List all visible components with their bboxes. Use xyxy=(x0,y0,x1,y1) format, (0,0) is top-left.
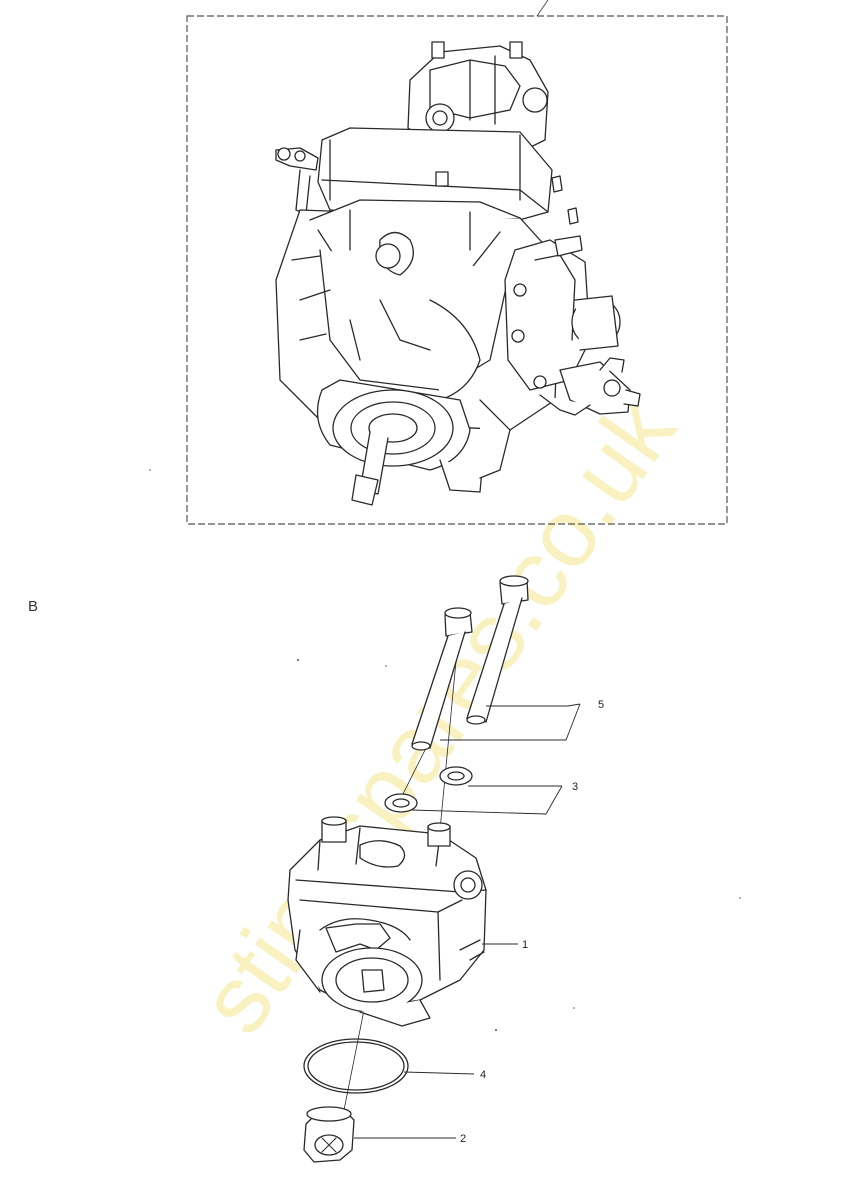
callout-leaders xyxy=(354,703,581,1139)
leader-line-5 xyxy=(440,703,581,741)
frame-leader-line xyxy=(536,0,549,17)
assembly-frame xyxy=(186,15,728,525)
callout-number-1: 1 xyxy=(522,939,528,951)
washer-left xyxy=(384,793,418,813)
pump-housing-drawing xyxy=(287,816,487,1027)
assembly-axis-line xyxy=(439,639,459,831)
exploded-pump-view xyxy=(287,575,529,1163)
callout-number-5: 5 xyxy=(598,699,604,711)
callout-number-2: 2 xyxy=(460,1133,466,1145)
drive-coupling-drawing xyxy=(303,1106,355,1163)
bolt-right xyxy=(466,575,529,725)
washer-right xyxy=(439,766,473,786)
bolt-left xyxy=(411,607,473,751)
assembled-pump-view xyxy=(186,0,728,525)
callout-number-4: 4 xyxy=(480,1069,486,1081)
leader-line-3 xyxy=(411,785,563,815)
leader-line-4 xyxy=(403,1071,475,1075)
o-ring-drawing xyxy=(303,1038,409,1094)
callout-number-3: 3 xyxy=(572,781,578,793)
section-letter: B xyxy=(28,598,38,615)
scan-specks xyxy=(149,469,741,1031)
assembled-pump-drawing xyxy=(275,41,641,506)
